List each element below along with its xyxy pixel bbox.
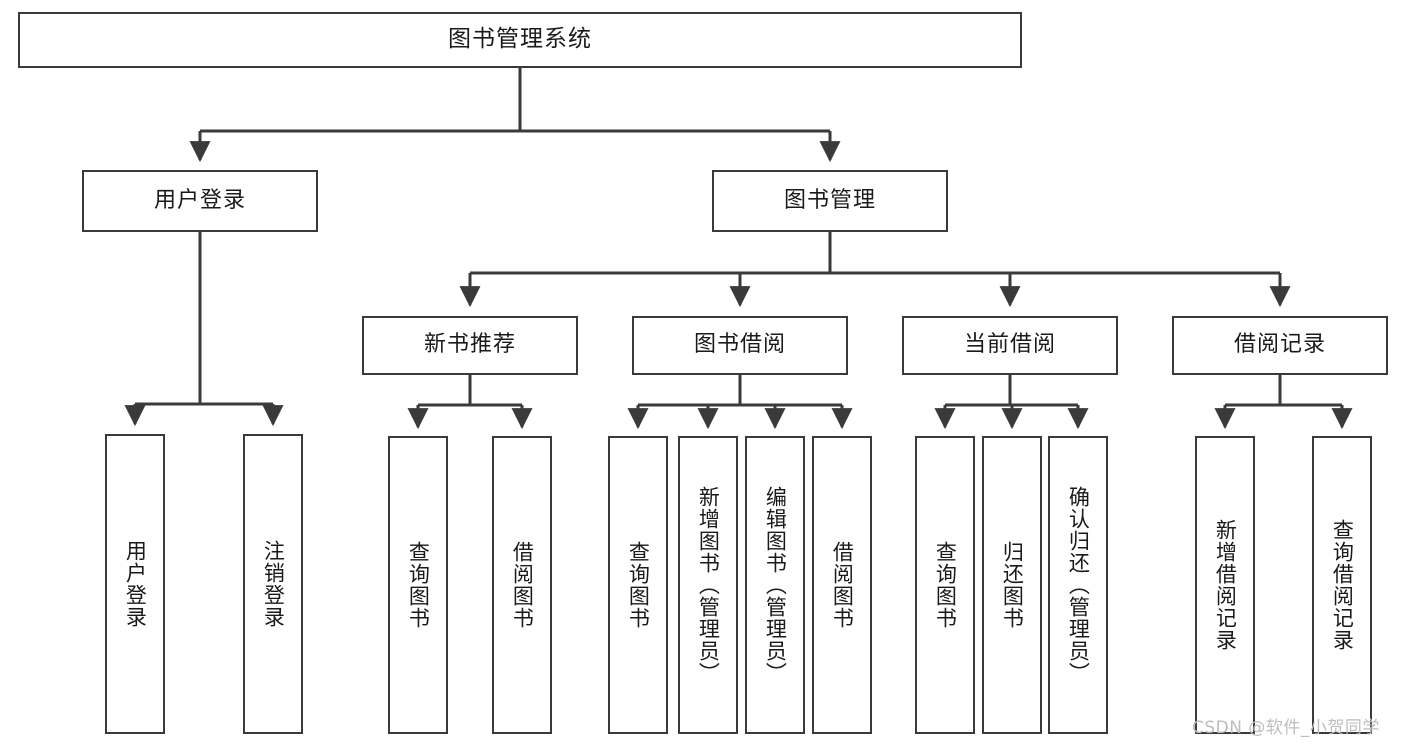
node-borrow-record-label: 借阅记录	[1233, 332, 1326, 358]
leaf-borrow-add-book[interactable]: 新增图书（管理员）	[678, 436, 738, 734]
leaf-cur-return-book-label: 归还图书	[1000, 541, 1025, 629]
node-root-system[interactable]: 图书管理系统	[18, 12, 1022, 68]
node-current-borrow-label: 当前借阅	[963, 332, 1056, 358]
node-new-book-rec[interactable]: 新书推荐	[362, 316, 578, 375]
node-user-login-label: 用户登录	[153, 187, 246, 213]
leaf-cur-confirm-return[interactable]: 确认归还（管理员）	[1048, 436, 1108, 734]
csdn-watermark: CSDN @软件_小贺同学	[1192, 718, 1380, 738]
leaf-rec-query-record-label: 查询借阅记录	[1330, 519, 1355, 651]
node-current-borrow[interactable]: 当前借阅	[902, 316, 1118, 375]
leaf-borrow-edit-book[interactable]: 编辑图书（管理员）	[745, 436, 805, 734]
leaf-user-logout-label: 注销登录	[261, 540, 286, 628]
node-borrow-record[interactable]: 借阅记录	[1172, 316, 1388, 375]
leaf-user-login[interactable]: 用户登录	[105, 434, 165, 734]
node-book-borrow[interactable]: 图书借阅	[632, 316, 848, 375]
node-root-label: 图书管理系统	[448, 26, 592, 53]
leaf-rec-query-record[interactable]: 查询借阅记录	[1312, 436, 1372, 734]
leaf-rec-add-record[interactable]: 新增借阅记录	[1195, 436, 1255, 734]
leaf-rec-add-record-label: 新增借阅记录	[1213, 519, 1238, 651]
node-book-manage-label: 图书管理	[783, 187, 876, 213]
leaf-cur-query-book[interactable]: 查询图书	[915, 436, 975, 734]
node-user-login[interactable]: 用户登录	[82, 170, 318, 232]
leaf-rec-query-book[interactable]: 查询图书	[388, 436, 448, 734]
leaf-borrow-edit-book-label: 编辑图书（管理员）	[763, 486, 788, 684]
leaf-borrow-borrow-book[interactable]: 借阅图书	[812, 436, 872, 734]
leaf-user-login-label: 用户登录	[123, 540, 148, 628]
leaf-rec-borrow-book[interactable]: 借阅图书	[492, 436, 552, 734]
node-book-borrow-label: 图书借阅	[693, 332, 786, 358]
leaf-borrow-borrow-book-label: 借阅图书	[830, 541, 855, 629]
leaf-cur-query-book-label: 查询图书	[933, 541, 958, 629]
node-book-manage[interactable]: 图书管理	[712, 170, 948, 232]
leaf-borrow-add-book-label: 新增图书（管理员）	[696, 486, 721, 684]
leaf-user-logout[interactable]: 注销登录	[243, 434, 303, 734]
leaf-cur-return-book[interactable]: 归还图书	[982, 436, 1042, 734]
leaf-cur-confirm-return-label: 确认归还（管理员）	[1066, 486, 1091, 684]
leaf-borrow-query-book-label: 查询图书	[626, 541, 651, 629]
leaf-borrow-query-book[interactable]: 查询图书	[608, 436, 668, 734]
node-new-book-rec-label: 新书推荐	[423, 332, 516, 358]
leaf-rec-borrow-book-label: 借阅图书	[510, 541, 535, 629]
leaf-rec-query-book-label: 查询图书	[406, 541, 431, 629]
